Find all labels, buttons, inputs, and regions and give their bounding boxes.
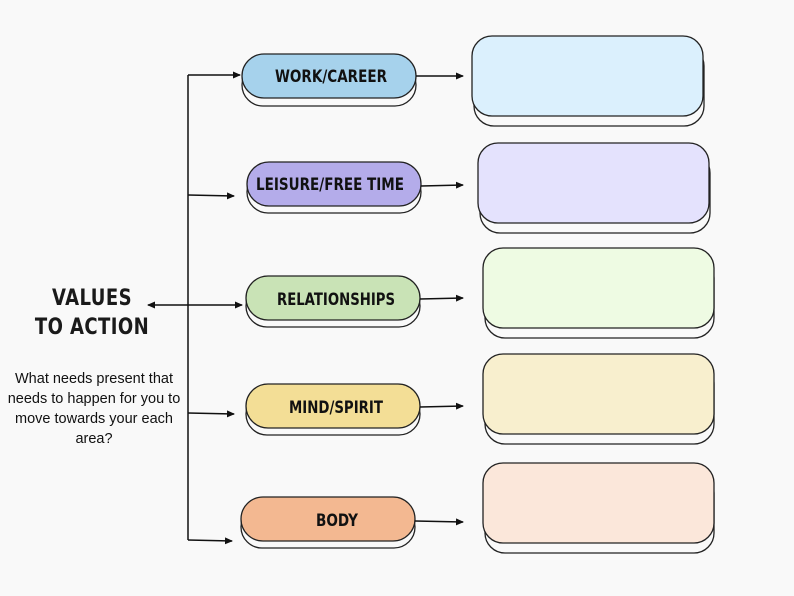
- arrow-to-box-mind-spirit: [419, 402, 464, 410]
- pill-body: [240, 496, 416, 542]
- answer-box-relationships[interactable]: [482, 247, 715, 329]
- branch-arrow-body: [187, 537, 233, 545]
- category-mind-spirit: MIND/SPIRIT: [245, 353, 715, 445]
- label-work-career: WORK/CAREER: [275, 67, 387, 87]
- answer-box-body[interactable]: [482, 462, 715, 544]
- label-leisure-free-time: LEISURE/FREE TIME: [256, 175, 404, 195]
- category-work-career: WORK/CAREER: [241, 35, 705, 127]
- category-leisure-free-time: LEISURE/FREE TIME: [246, 142, 711, 234]
- label-relationships: RELATIONSHIPS: [277, 290, 395, 310]
- diagram-subtitle: What needs present that needs to happen …: [7, 371, 181, 447]
- category-body: BODY: [240, 462, 715, 554]
- arrow-to-box-relationships: [419, 294, 464, 302]
- answer-box-leisure-free-time[interactable]: [477, 142, 710, 224]
- branch-arrow-leisure: [187, 192, 235, 200]
- pill-relationships: [245, 275, 421, 321]
- label-body: BODY: [316, 511, 359, 531]
- pill-mind-spirit: [245, 383, 421, 429]
- answer-box-mind-spirit[interactable]: [482, 353, 715, 435]
- diagram-title: VALUES TO ACTION: [34, 286, 150, 340]
- arrow-to-box-leisure-free-time: [420, 181, 464, 189]
- branch-arrow-mind: [187, 410, 235, 418]
- arrow-to-box-body: [414, 518, 464, 526]
- pill-leisure-free-time: [246, 161, 422, 207]
- label-mind-spirit: MIND/SPIRIT: [289, 398, 383, 418]
- category-relationships: RELATIONSHIPS: [245, 247, 715, 339]
- answer-box-work-career[interactable]: [471, 35, 704, 117]
